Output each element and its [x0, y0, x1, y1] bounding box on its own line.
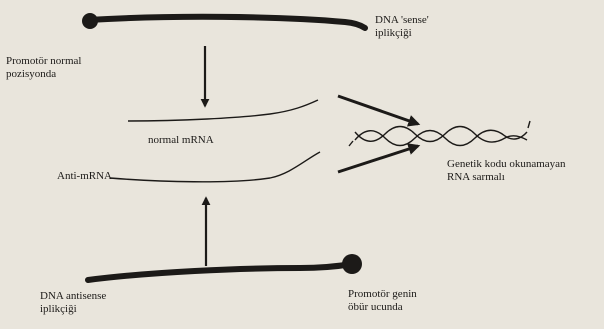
label-anti-mrna-text: Anti-mRNA — [57, 170, 112, 183]
label-dna-antisense: DNA antisense iplikçiği — [40, 290, 106, 316]
label-rna-duplex: Genetik kodu okunamayan RNA sarmalı — [447, 158, 566, 184]
label-promoter-normal: Promotör normal pozisyonda — [6, 55, 81, 81]
label-promoter-other-line2: öbür ucunda — [348, 301, 417, 314]
label-dna-antisense-line2: iplikçiği — [40, 303, 106, 316]
label-promoter-normal-line1: Promotör normal — [6, 55, 81, 68]
label-dna-sense-line1: DNA 'sense' — [375, 14, 429, 27]
promoter-normal-dot — [82, 13, 98, 29]
dna-antisense-strand — [88, 264, 352, 280]
label-anti-mrna: Anti-mRNA — [57, 170, 112, 183]
dna-sense-strand — [88, 17, 365, 28]
label-normal-mrna-text: normal mRNA — [148, 134, 214, 147]
label-promoter-other-line1: Promotör genin — [348, 288, 417, 301]
label-rna-duplex-line2: RNA sarmalı — [447, 171, 566, 184]
label-dna-sense: DNA 'sense' iplikçiği — [375, 14, 429, 40]
label-promoter-other: Promotör genin öbür ucunda — [348, 288, 417, 314]
promoter-other-end-dot — [342, 254, 362, 274]
normal-mrna-strand — [128, 100, 318, 121]
label-dna-antisense-line1: DNA antisense — [40, 290, 106, 303]
label-rna-duplex-line1: Genetik kodu okunamayan — [447, 158, 566, 171]
arrow-antimrna-to-duplex — [338, 146, 418, 172]
label-dna-sense-line2: iplikçiği — [375, 27, 429, 40]
arrow-mrna-to-duplex — [338, 96, 418, 124]
label-normal-mrna: normal mRNA — [148, 134, 214, 147]
rna-duplex-helix — [349, 121, 530, 146]
label-promoter-normal-line2: pozisyonda — [6, 68, 81, 81]
anti-mrna-strand — [110, 152, 320, 182]
